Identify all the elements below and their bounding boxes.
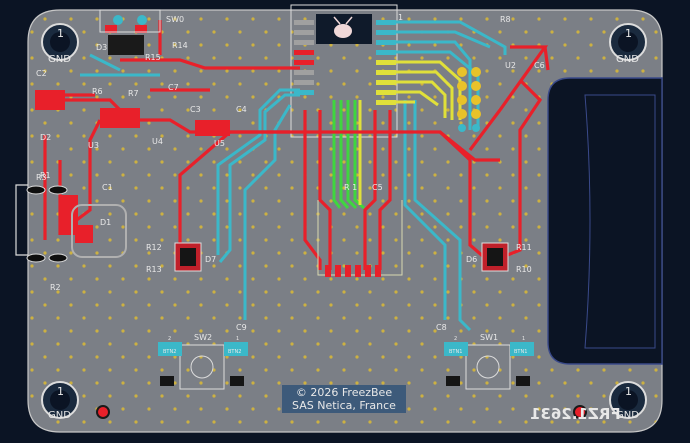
- sw1-pin2: 2: [454, 336, 457, 342]
- copyright-line-1: © 2026 FreezBee: [295, 386, 393, 399]
- refdes-d2: D2: [40, 133, 51, 142]
- sw2-pin1: 1: [236, 336, 239, 342]
- refdes-d6: D6: [466, 255, 477, 264]
- refdes-c4: C4: [236, 105, 247, 114]
- hole-tr-pin: 1: [625, 27, 632, 40]
- refdes-r2: R2: [50, 283, 61, 292]
- refdes-c8: C8: [436, 323, 447, 332]
- mounting-hole-tr: [609, 23, 647, 61]
- refdes-u5: U5: [214, 139, 225, 148]
- hole-tl-pin: 1: [57, 27, 64, 40]
- hole-tr-label: GND: [616, 54, 639, 65]
- stitching-vias: [28, 10, 662, 432]
- refdes-sw2: SW2: [194, 333, 212, 342]
- sw1-pin1: 1: [522, 336, 525, 342]
- hole-bl-pin: 1: [57, 385, 64, 398]
- refdes-r6: R6: [92, 87, 103, 96]
- header-pins: [457, 67, 481, 119]
- hole-br-label: GND: [616, 410, 639, 421]
- refdes-c9: C9: [236, 323, 247, 332]
- hole-br-pin: 1: [625, 385, 632, 398]
- fiducial-left: [96, 405, 110, 419]
- red-pads: [35, 25, 230, 243]
- refdes-c2: C2: [36, 69, 47, 78]
- refdes-r13: R13: [146, 265, 162, 274]
- refdes-r1: R1: [40, 171, 51, 180]
- connector-cutout: [547, 77, 663, 365]
- copyright-block: © 2026 FreezBee SAS Netica, France: [282, 385, 406, 413]
- usb-pads: [26, 185, 68, 263]
- refdes-r8: R8: [500, 15, 511, 24]
- logo-bee-icon: [333, 16, 353, 38]
- mounting-hole-tl: [41, 23, 79, 61]
- mounting-hole-br: [609, 381, 647, 419]
- part-code-mirrored: FRZ1.2631: [530, 405, 621, 423]
- fiducial-right: [573, 405, 587, 419]
- usb-connector-outline: [15, 184, 28, 256]
- refdes-c6: C6: [534, 61, 545, 70]
- switch-sw2-footprint: [158, 342, 248, 390]
- refdes-r10: R10: [516, 265, 532, 274]
- refdes-r12: R12: [146, 243, 162, 252]
- refdes-c7: C7: [168, 83, 179, 92]
- refdes-u4: U4: [152, 137, 163, 146]
- refdes-c5: C5: [372, 183, 383, 192]
- refdes-r14: R14: [172, 41, 188, 50]
- sw1-pad-label-a: BTN1: [449, 349, 462, 355]
- refdes-sw1: SW1: [480, 333, 498, 342]
- sw2-pad-label-a: BTN2: [163, 349, 176, 355]
- refdes-r7: R7: [128, 89, 139, 98]
- refdes-r3: R3: [36, 173, 47, 182]
- red-traces: [40, 20, 550, 270]
- refdes-u1: 1: [398, 13, 403, 22]
- led-d7-footprint: [174, 242, 202, 272]
- hole-bl-label: GND: [48, 410, 71, 421]
- refdes-r15: R15: [145, 53, 161, 62]
- refdes-c1: C1: [102, 183, 113, 192]
- d1-footprint: [71, 204, 127, 258]
- refdes-d7: D7: [205, 255, 216, 264]
- mounting-hole-bl: [41, 381, 79, 419]
- refdes-u3: U3: [88, 141, 99, 150]
- led-d6-footprint: [481, 242, 509, 272]
- center-connector-pads: [325, 265, 381, 277]
- hole-tl-label: GND: [48, 54, 71, 65]
- sw2-pin2: 2: [168, 336, 171, 342]
- refdes-r11: R11: [516, 243, 532, 252]
- switch-sw1-footprint: [444, 342, 534, 390]
- sw2-pad-label-b: BTN2: [228, 349, 241, 355]
- refdes-u2: U2: [505, 61, 516, 70]
- refdes-d3: D3: [96, 43, 107, 52]
- refdes-d1: D1: [100, 218, 111, 227]
- refdes-c3: C3: [190, 105, 201, 114]
- copyright-line-2: SAS Netica, France: [292, 399, 396, 412]
- refdes-sw0: SW0: [166, 15, 184, 24]
- switch-sw0-footprint: [99, 9, 161, 55]
- sw1-pad-label-b: BTN1: [514, 349, 527, 355]
- refdes-r-center: R 1: [344, 183, 357, 192]
